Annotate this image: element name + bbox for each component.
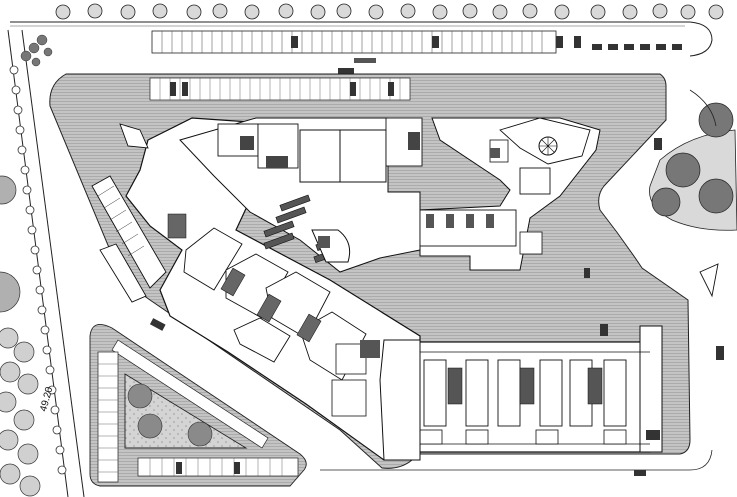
tree-row-top bbox=[55, 3, 724, 20]
connector-stair bbox=[360, 340, 380, 358]
north-west-ramp-hatch bbox=[97, 185, 145, 257]
road-edge-left-inner bbox=[21, 29, 85, 497]
road-edge-bottom bbox=[320, 449, 713, 471]
car-east-1 bbox=[584, 268, 590, 278]
trees-right bbox=[651, 102, 734, 217]
car-right-island bbox=[654, 138, 662, 150]
parking-lane-north bbox=[149, 77, 411, 101]
central-hall bbox=[179, 117, 423, 273]
connector-rooms bbox=[331, 343, 367, 417]
triangle-marker bbox=[699, 263, 719, 298]
shrubs-top-left bbox=[20, 34, 53, 67]
building-north-east bbox=[419, 117, 601, 271]
connector-corridor bbox=[379, 339, 421, 461]
car-top-middle bbox=[338, 68, 354, 74]
vegetation-left bbox=[0, 175, 41, 497]
tree-row-left bbox=[9, 65, 67, 475]
car-right-edge bbox=[716, 346, 724, 360]
car-top-left bbox=[354, 58, 376, 63]
road-edge-top bbox=[10, 21, 713, 57]
car-east-2 bbox=[600, 324, 608, 336]
parking-strip-south-west bbox=[97, 339, 299, 483]
lobby-desk-block bbox=[318, 236, 330, 248]
parking-strip-top bbox=[151, 30, 581, 54]
car-south-west bbox=[149, 318, 166, 331]
car-bottom bbox=[634, 470, 646, 476]
building-south-bar bbox=[405, 325, 663, 453]
road-curve-right bbox=[689, 89, 717, 127]
wing-stairs bbox=[167, 213, 322, 343]
parked-cars-top-right bbox=[592, 44, 682, 50]
garden-trees bbox=[127, 383, 213, 447]
